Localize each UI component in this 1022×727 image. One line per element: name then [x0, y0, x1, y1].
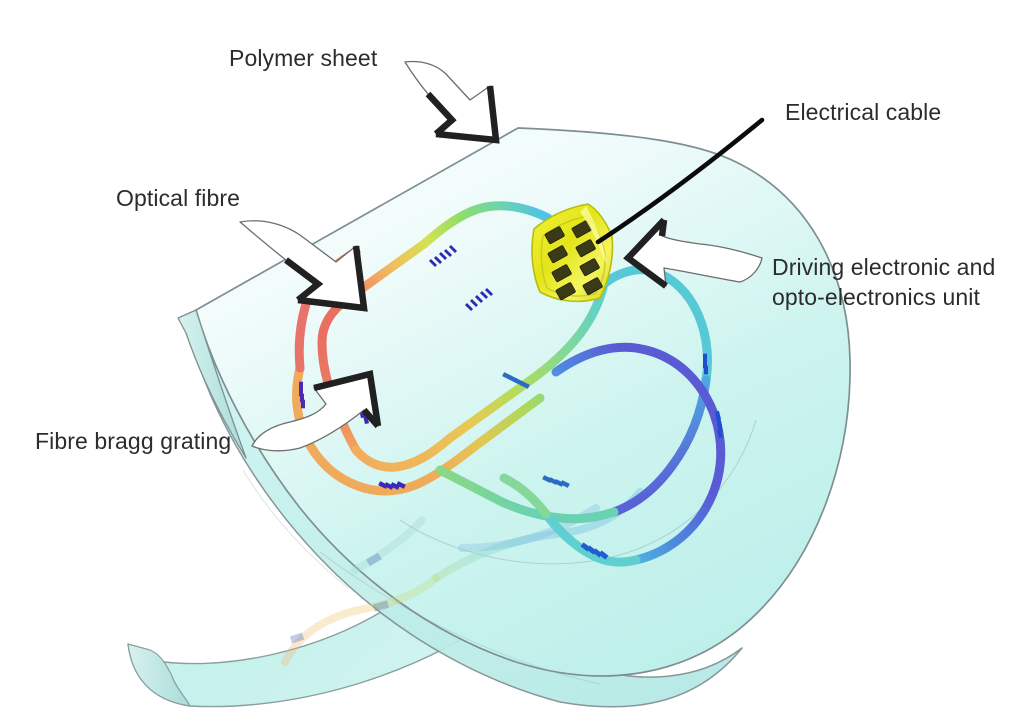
sheet-crease-1: [399, 419, 757, 565]
fibre-segment-10: [499, 473, 551, 519]
chip-l2: [547, 245, 568, 264]
sheet-left-edge-thickness: [177, 309, 247, 459]
driving-unit-arrow-edge: [623, 217, 668, 289]
label-electrical-cable: Electrical cable: [785, 99, 941, 125]
fbg-arrow-edge2: [361, 407, 381, 429]
fbg-7: [714, 410, 724, 439]
fbg-ghost-3: [366, 552, 382, 567]
unit-chips-column-right: [571, 220, 603, 296]
fbg-1: [428, 244, 458, 268]
polymer-sheet-arrow-edge: [435, 85, 500, 144]
callout-fibre-bragg-grating: Fibre bragg grating: [35, 369, 382, 454]
unit-chips-column-left: [544, 226, 576, 301]
fibre-segment-9: [541, 509, 641, 567]
fibre-segment-5: [599, 265, 712, 385]
chip-l1: [544, 226, 565, 245]
callout-optical-fibre: Optical fibre: [116, 185, 368, 312]
chip-l3: [551, 264, 572, 283]
fbg-8: [703, 353, 708, 375]
label-optical-fibre: Optical fibre: [116, 185, 240, 211]
callout-electrical-cable: Electrical cable: [785, 99, 941, 125]
chip-r3: [579, 258, 600, 277]
fibre-segment-1: [317, 201, 553, 347]
fibre-ghost-seg-a: [281, 574, 440, 666]
driving-electronics-unit[interactable]: [531, 203, 614, 303]
fibre-segment-7: [551, 342, 726, 565]
chip-r2: [575, 239, 596, 258]
fibre-segment-8: [435, 465, 619, 524]
sheet-crease-4: [242, 469, 349, 589]
sheet-tongue-thickness: [127, 643, 191, 707]
fbg-9: [580, 542, 609, 560]
driving-unit-arrow-edge2: [658, 219, 668, 237]
fbg-arrow-edge: [313, 369, 382, 427]
fibre-segment-6: [609, 375, 711, 517]
fbg-3: [464, 287, 494, 312]
fbg-5: [502, 372, 530, 389]
unit-highlight: [580, 206, 607, 266]
fbg-10: [299, 381, 305, 409]
electrical-cable-line: [595, 117, 765, 245]
fbg-ghost-2: [372, 600, 390, 612]
fbg-4: [378, 481, 406, 490]
callout-polymer-sheet: Polymer sheet: [229, 45, 500, 144]
label-fibre-bragg-grating: Fibre bragg grating: [35, 428, 231, 454]
fibre-segment-3: [351, 279, 609, 472]
polymer-sheet-arrow-edge2: [425, 91, 457, 137]
callout-driving-unit: Driving electronic and opto-electronics …: [623, 217, 995, 310]
label-polymer-sheet: Polymer sheet: [229, 45, 378, 71]
fibre-ghost-seg-c: [351, 516, 426, 574]
sheet-crease-3: [319, 551, 601, 685]
fbg-ghost-1: [289, 632, 305, 644]
chip-l4: [555, 282, 576, 301]
optical-fibre-arrow-edge: [297, 245, 368, 312]
optical-fibre-arrow-edge2: [284, 257, 324, 303]
label-driving-unit-line-2: opto-electronics unit: [772, 284, 980, 310]
label-driving-unit-line-1: Driving electronic and: [772, 254, 995, 280]
chip-r4: [582, 277, 603, 296]
fbg-6: [542, 475, 570, 488]
